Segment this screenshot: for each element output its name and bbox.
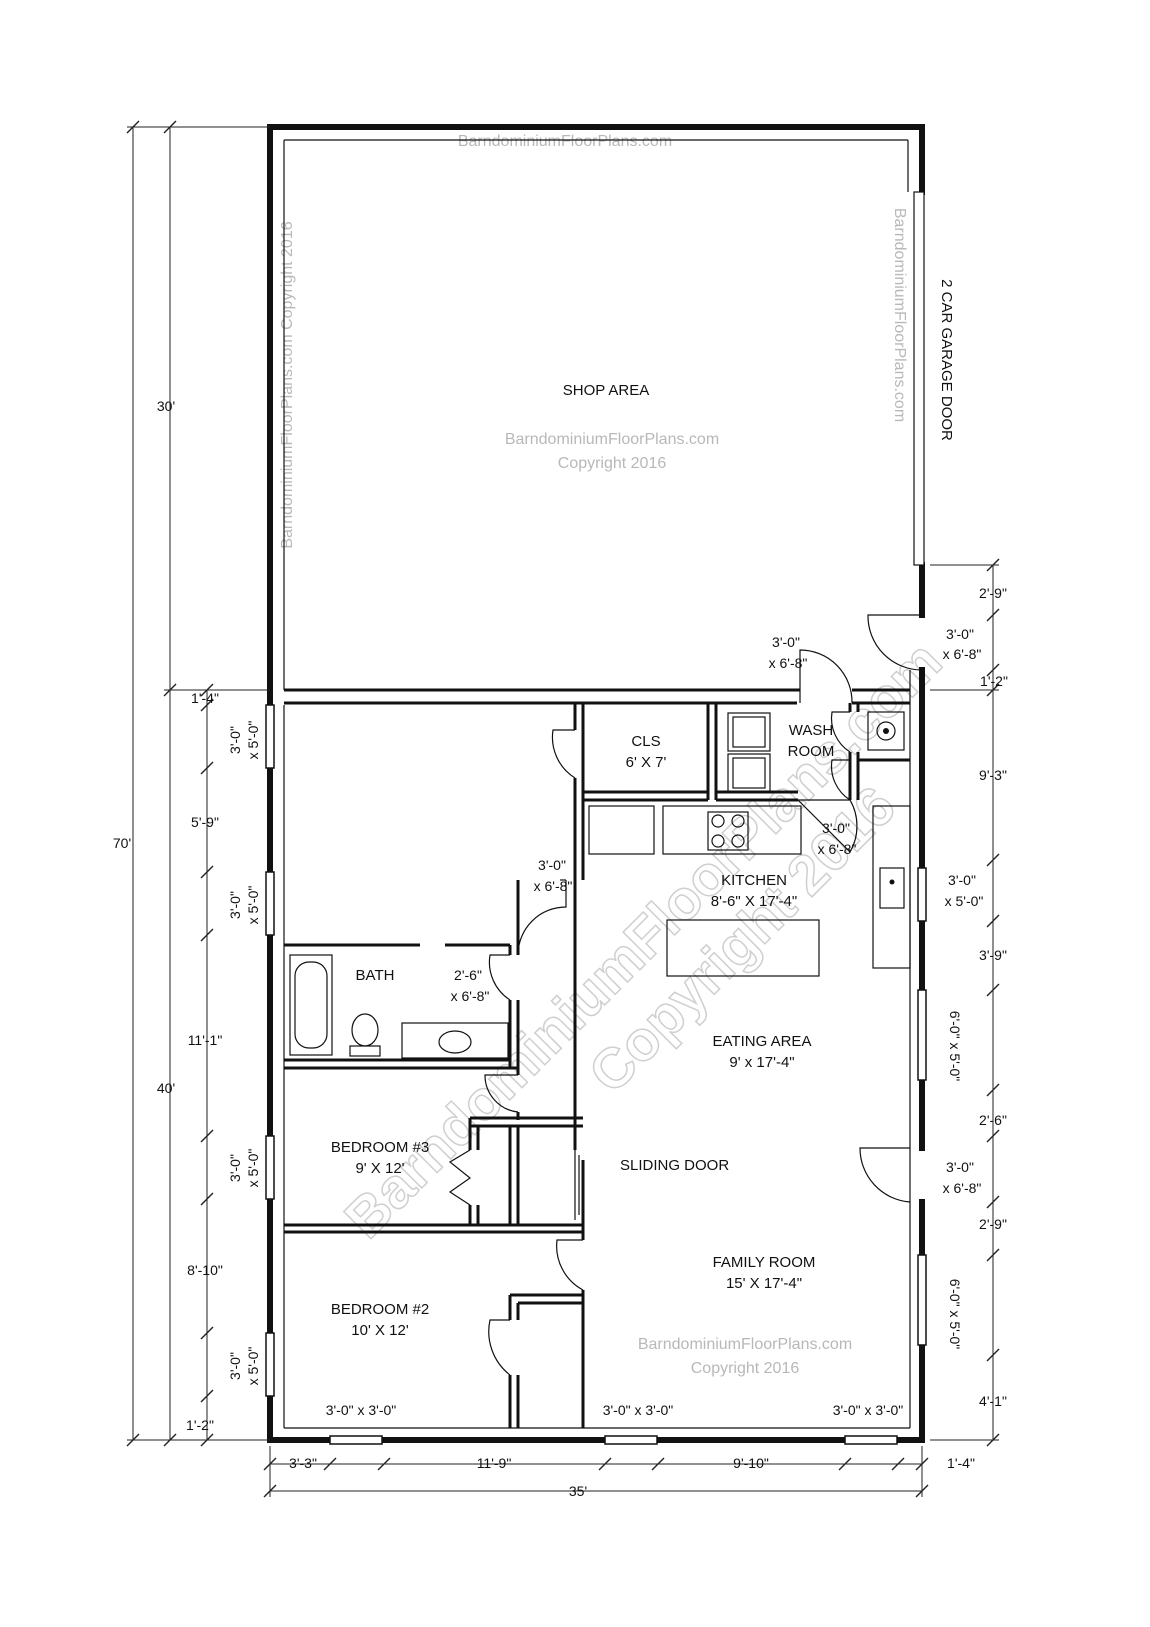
fridge-icon [588, 805, 655, 855]
toilet-icon [351, 1013, 379, 1047]
ext-mid-door-size-1: 3'-0" [946, 1159, 974, 1175]
dim-shop-length: 30' [157, 398, 175, 414]
family-right-window-size: 3'-0" x 3'-0" [833, 1402, 904, 1418]
dim-left-window-1: 3'-0" [227, 726, 243, 754]
bath-sink-icon [438, 1030, 472, 1054]
windows [265, 704, 927, 1445]
fixtures [289, 711, 911, 1059]
room-kitchen-size: 8'-6" X 17'-4" [711, 893, 797, 910]
right-dimension-lines [930, 558, 1000, 1447]
right-counter [872, 805, 911, 969]
kitchen-island [666, 919, 820, 977]
dim-left-window-3b: x 5'-0" [245, 1149, 261, 1188]
hall-door-size-1: 3'-0" [538, 857, 566, 873]
watermark-shop-site: BarndominiumFloorPlans.com [505, 431, 719, 448]
room-bath-label: BATH [356, 967, 395, 984]
laundry-door-size-1: 3'-0" [822, 820, 850, 836]
bath-door-size-2: x 6'-8" [451, 988, 490, 1004]
interior-walls [284, 688, 910, 1428]
dim-right-4: 3'-9" [979, 947, 1007, 963]
dim-left-5: 1'-2" [186, 1417, 214, 1433]
door-callouts: 3'-0" x 6'-8" 3'-0" x 6'-8" 3'-0" x 6'-8… [326, 626, 984, 1418]
garage-door [913, 191, 925, 566]
washer-icon [727, 712, 771, 752]
dim-right-9: 4'-1" [979, 1393, 1007, 1409]
dim-left-window-2: 3'-0" [227, 891, 243, 919]
room-eating-label: EATING AREA [713, 1033, 812, 1050]
dim-bottom-3: 9'-10" [733, 1455, 769, 1471]
wash-door-size-2: x 6'-8" [769, 655, 808, 671]
dim-bottom-1: 3'-3" [289, 1455, 317, 1471]
watermark-shop-copyright: Copyright 2016 [558, 455, 667, 472]
dim-bottom-4: 1'-4" [947, 1455, 975, 1471]
dim-left-window-3: 3'-0" [227, 1154, 243, 1182]
room-family-label: FAMILY ROOM [713, 1254, 816, 1271]
room-bed3-label: BEDROOM #3 [331, 1139, 429, 1156]
room-shop-label: SHOP AREA [563, 382, 649, 399]
dim-right-7: 2'-9" [979, 1216, 1007, 1232]
dim-bottom-2: 11'-9" [477, 1455, 512, 1471]
room-bed2-label: BEDROOM #2 [331, 1301, 429, 1318]
kitchen-counter [662, 805, 802, 855]
garage-door-label: 2 CAR GARAGE DOOR [938, 279, 955, 441]
dim-right-1: 2'-9" [979, 585, 1007, 601]
dim-left-2: 5'-9" [191, 814, 219, 830]
ext-top-door-size-1: 3'-0" [946, 626, 974, 642]
dim-left-window-4b: x 5'-0" [245, 1347, 261, 1386]
room-bed2-size: 10' X 12' [351, 1322, 409, 1339]
room-kitchen-label: KITCHEN [721, 872, 787, 889]
room-wash-label-2: ROOM [788, 743, 835, 760]
bed2-window-size: 3'-0" x 3'-0" [326, 1402, 397, 1418]
kitchen-window-size-2: x 5'-0" [945, 893, 984, 909]
watermark-family-site: BarndominiumFloorPlans.com [638, 1336, 852, 1353]
dim-right-6: 2'-6" [979, 1112, 1007, 1128]
door-swings [448, 614, 923, 1376]
left-dimension-lines [126, 120, 270, 1447]
dim-right-8: 6'-0" x 5'-0" [947, 1279, 963, 1350]
bath-door-size-1: 2'-6" [454, 967, 482, 983]
hall-door-size-2: x 6'-8" [534, 878, 573, 894]
water-heater-icon [867, 711, 905, 751]
dim-left-window-2b: x 5'-0" [245, 886, 261, 925]
dim-house-length: 40' [157, 1080, 175, 1096]
sink-icon [879, 867, 905, 909]
left-dimension-labels: 70' 30' 40' 1'-4" 3'-0" x 5'-0" 5'-9" 3'… [113, 398, 261, 1433]
ext-top-door-size-2: x 6'-8" [943, 646, 982, 662]
ext-mid-door-size-2: x 6'-8" [943, 1180, 982, 1196]
kitchen-window-size-1: 3'-0" [948, 872, 976, 888]
dim-left-4: 8'-10" [187, 1262, 223, 1278]
dim-right-2: 1'-2" [980, 673, 1008, 689]
laundry-door-size-2: x 6'-8" [818, 841, 857, 857]
room-cls-label: CLS [631, 733, 660, 750]
dim-left-window-4: 3'-0" [227, 1352, 243, 1380]
room-family-size: 15' X 17'-4" [726, 1275, 802, 1292]
room-bed3-size: 9' X 12' [355, 1160, 404, 1177]
dim-bottom-overall: 35' [569, 1483, 587, 1499]
sliding-door-label: SLIDING DOOR [620, 1157, 729, 1174]
dim-right-5: 6'-0" x 5'-0" [947, 1011, 963, 1082]
dryer-icon [727, 753, 771, 793]
bathtub-icon [289, 954, 333, 1056]
family-left-window-size: 3'-0" x 3'-0" [603, 1402, 674, 1418]
bottom-dimension-lines [263, 1446, 929, 1498]
watermark-left-vertical: BarndominiumFloorPlans.com Copyright 201… [279, 221, 296, 548]
watermark-right-vertical: BarndominiumFloorPlans.com [891, 208, 908, 422]
watermark-family-copyright: Copyright 2016 [691, 1360, 800, 1377]
wash-door-size-1: 3'-0" [772, 634, 800, 650]
room-eating-size: 9' x 17'-4" [729, 1054, 794, 1071]
room-wash-label-1: WASH [789, 722, 833, 739]
dim-right-3: 9'-3" [979, 767, 1007, 783]
dim-left-1: 1'-4" [191, 690, 219, 706]
dim-left-window-1b: x 5'-0" [245, 721, 261, 760]
dim-left-3: 11'-1" [188, 1032, 223, 1048]
room-cls-size: 6' X 7' [626, 754, 667, 771]
stove-icon [707, 811, 749, 851]
right-dimension-labels: 2'-9" 1'-2" 9'-3" 3'-9" 6'-0" x 5'-0" 2'… [947, 585, 1008, 1409]
watermark-top: BarndominiumFloorPlans.com [458, 133, 672, 150]
dim-overall-length: 70' [113, 835, 131, 851]
bottom-dimension-labels: 3'-3" 11'-9" 9'-10" 1'-4" 35' [289, 1455, 975, 1499]
vanity [401, 1022, 509, 1059]
